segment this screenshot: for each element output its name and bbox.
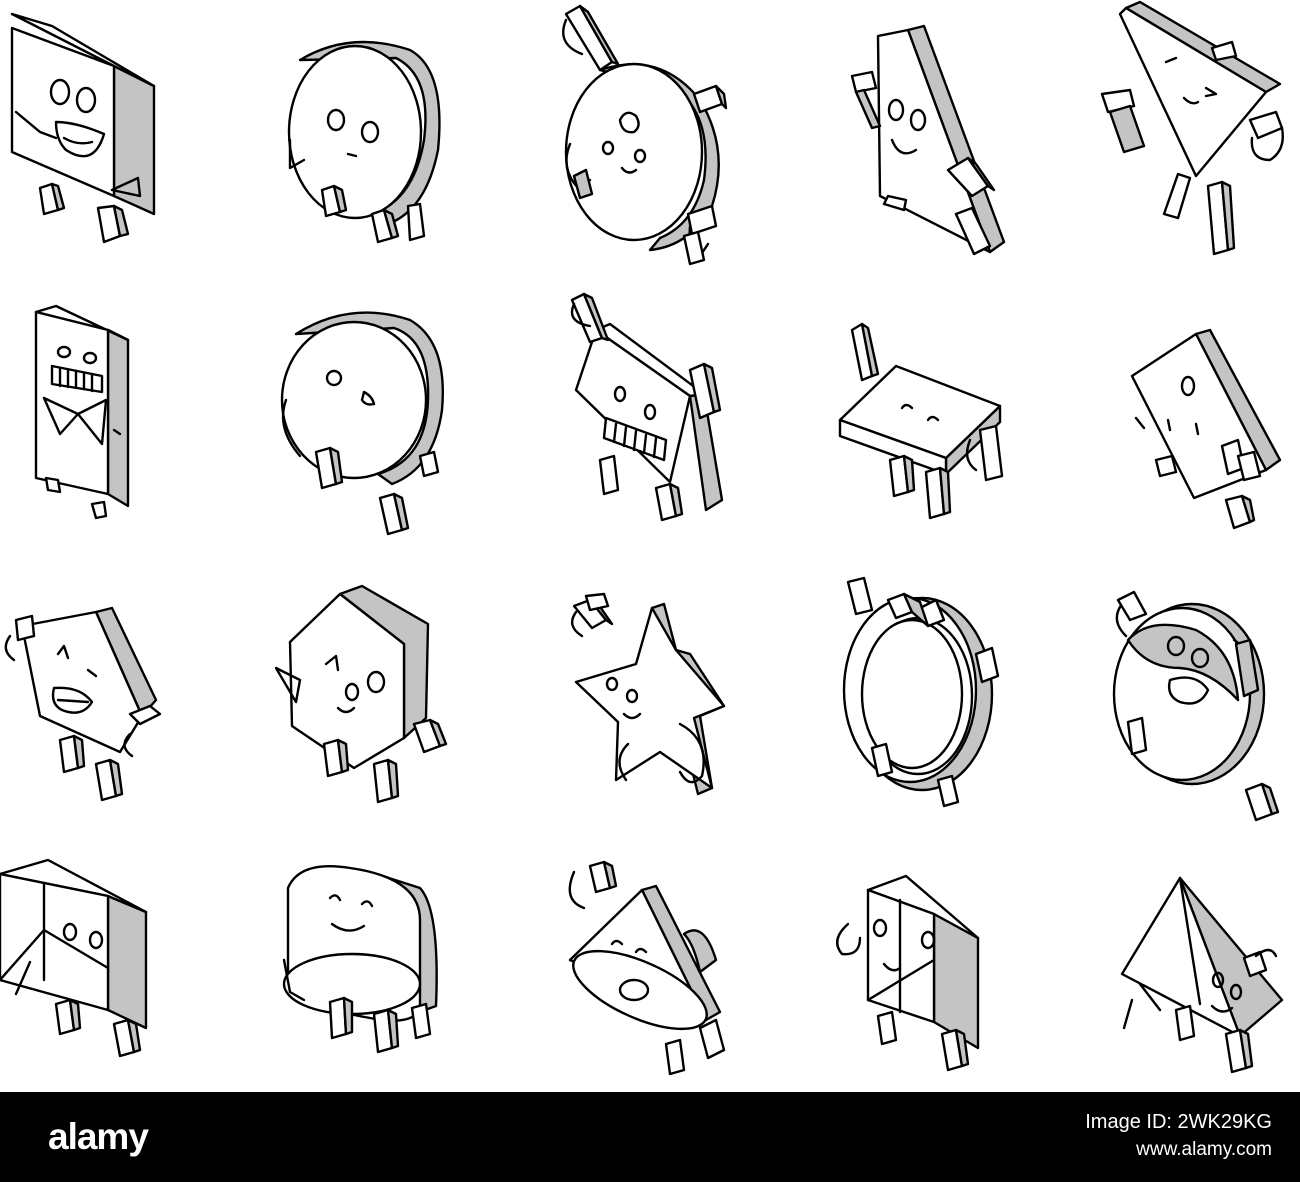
cone-character-icon (568, 860, 726, 1076)
icon-set-illustration (0, 0, 1284, 1076)
cylinder-character-icon (282, 865, 438, 1054)
stock-credit-text: Image ID: 2WK29KG www.alamy.com (1085, 1108, 1272, 1164)
box-prism-character-icon (0, 858, 148, 1058)
pentagon-character-icon (4, 606, 162, 802)
ring-character-icon (842, 576, 1000, 808)
thin-triangle-character-icon (850, 24, 1006, 256)
laughing-square-character-icon (10, 12, 156, 244)
cube-character-icon (836, 874, 980, 1072)
cheering-rectangle-character-icon (570, 292, 724, 522)
smiling-oval-character-icon (280, 311, 444, 536)
surprised-sphere-character-icon (1112, 590, 1280, 822)
calm-circle-character-icon (287, 40, 441, 244)
stock-credit-bar: alamy Image ID: 2WK29KG www.alamy.com (0, 1092, 1300, 1182)
image-id-text: Image ID: 2WK29KG (1085, 1111, 1272, 1133)
wide-rectangle-character-icon (838, 322, 1004, 520)
triangle-character-with-bags-icon (1100, 0, 1284, 256)
kite-rhombus-character-icon (1130, 328, 1282, 530)
waving-circle-character-icon (562, 4, 728, 266)
hexagon-character-icon (274, 584, 448, 804)
star-character-icon (570, 592, 726, 796)
tall-rectangle-character-icon (34, 304, 130, 520)
alamy-logo[interactable]: alamy (48, 1116, 149, 1157)
pyramid-character-icon (1120, 876, 1284, 1074)
website-link[interactable]: www.alamy.com (1136, 1139, 1272, 1160)
